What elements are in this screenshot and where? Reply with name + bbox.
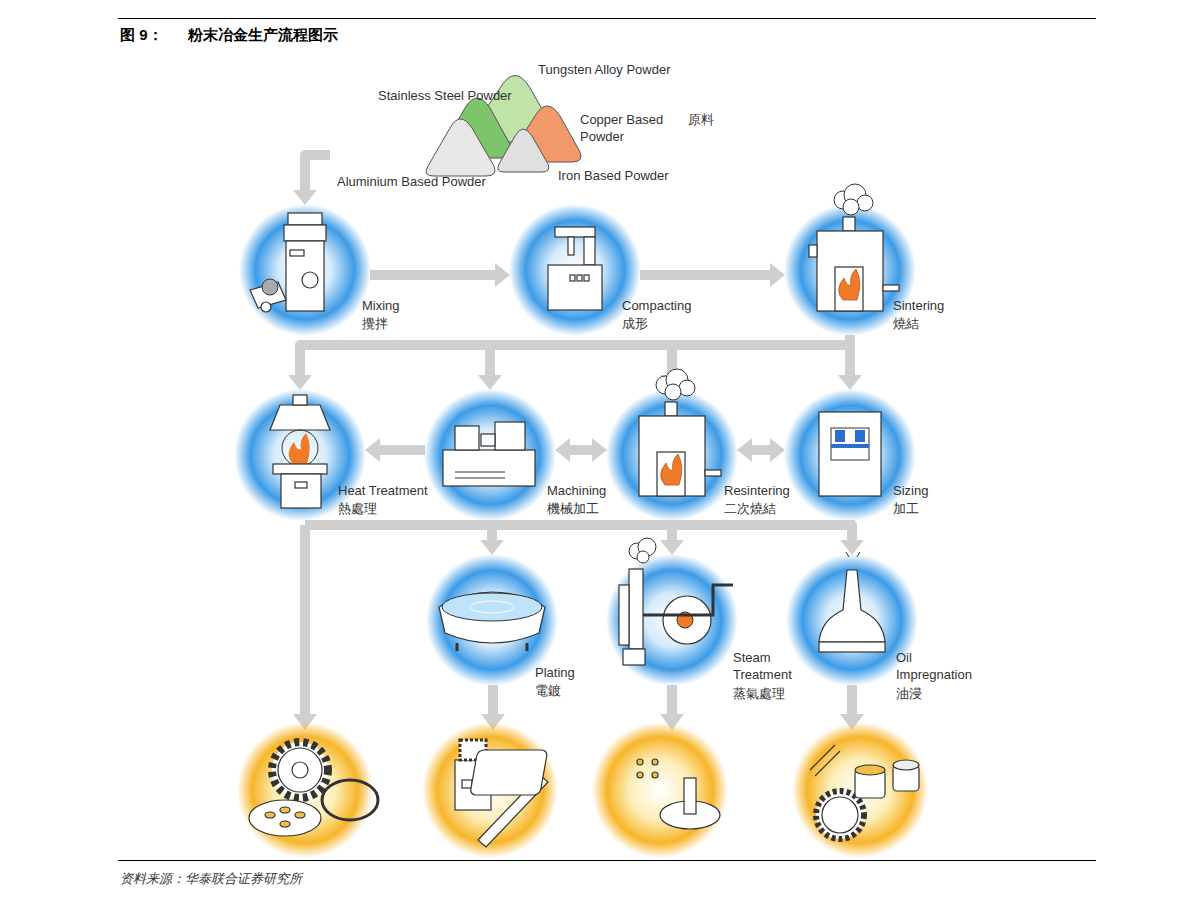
node-label: Oil Impregnation [896,650,986,684]
node-label: 熱處理 [338,501,377,518]
flow-line [492,520,850,540]
flow-arrow [555,438,607,462]
machine-icon [425,390,555,520]
flow-line [380,445,425,455]
arrow-head [770,263,785,287]
node-label: Copper Based Powder [580,112,672,146]
arrow-head [288,375,312,390]
node-label: 機械加工 [547,501,599,518]
machine-icon [607,555,737,685]
raw-material-group: Tungsten Alloy PowderStainless Steel Pow… [330,58,720,198]
node-label: Sizing [893,483,928,500]
arrow-head [478,375,502,390]
node-label: 油浸 [896,686,922,703]
node-label: Iron Based Powder [558,168,669,185]
machine-icon [607,390,737,520]
flow-line [672,520,850,540]
node-label: Mixing [362,298,400,315]
arrow-head [555,438,570,462]
flow-line [570,445,592,455]
flow-line [752,445,770,455]
node-label: 蒸氣處理 [733,686,785,703]
node-label: 加工 [893,501,919,518]
node-label: 原料 [688,112,714,129]
machine-icon [787,555,917,685]
arrow-head [293,190,317,205]
arrow-head [838,375,862,390]
machine-icon [785,390,915,520]
flow-arrow [838,335,862,390]
machine-icon [240,205,370,335]
arrow-head [592,438,607,462]
machine-icon [510,205,640,335]
flow-arrow [288,335,850,390]
arrow-head [660,540,684,555]
steam-process: Steam Treatment蒸氣處理 [607,555,737,685]
title: 粉末冶金生产流程图示 [188,26,338,45]
arrow-head [770,438,785,462]
flow-line [640,270,770,280]
node-label: 二次燒結 [724,501,776,518]
machining-process: Machining機械加工 [425,390,555,520]
flow-line [672,335,850,375]
node-label: Compacting [622,298,691,315]
machine-icon [235,390,365,520]
node-label: 攪拌 [362,316,388,333]
flow-arrow [480,520,850,555]
flow-arrow [737,438,785,462]
flow-line [845,335,855,375]
flow-arrow [293,155,330,205]
mixing-process: Mixing攪拌 [240,205,370,335]
arrow-head [480,540,504,555]
arrow-head [495,263,510,287]
oil-process: Oil Impregnation油浸 [787,555,917,685]
footer-rule [118,860,1096,861]
node-label: Aluminium Based Powder [337,174,486,191]
node-label: Tungsten Alloy Powder [538,62,670,79]
node-label: 電鍍 [535,683,561,700]
flow-line [305,155,330,190]
figure-number: 图 9： [120,26,163,45]
node-label: Heat Treatment [338,483,428,500]
heat-treatment-process: Heat Treatment熱處理 [235,390,365,520]
sizing-process: Sizing加工 [785,390,915,520]
header-rule [118,0,1096,19]
flow-arrow [365,438,425,462]
node-label: Resintering [724,483,790,500]
resintering-process: Resintering二次燒結 [607,390,737,520]
flow-arrow [660,520,850,555]
machine-icon [785,205,915,335]
flow-line [370,270,495,280]
caption: 资料来源：华泰联合证券研究所 [120,870,302,888]
flow-arrow [370,263,510,287]
compacting-process: Compacting成形 [510,205,640,335]
sintering-process: Sintering燒結 [785,205,915,335]
plating-process: Plating電鍍 [427,555,557,685]
node-label: Sintering [893,298,944,315]
arrow-head [365,438,380,462]
flow-line [850,520,852,540]
node-label: Plating [535,665,575,682]
arrow-head [840,540,864,555]
flow-arrow [840,520,864,555]
node-label: 燒結 [893,316,919,333]
node-label: 成形 [622,316,648,333]
node-label: Stainless Steel Powder [378,88,512,105]
node-label: Machining [547,483,606,500]
arrow-head [737,438,752,462]
flow-arrow [640,263,785,287]
flow-line [300,335,850,375]
flow-line [490,335,850,375]
